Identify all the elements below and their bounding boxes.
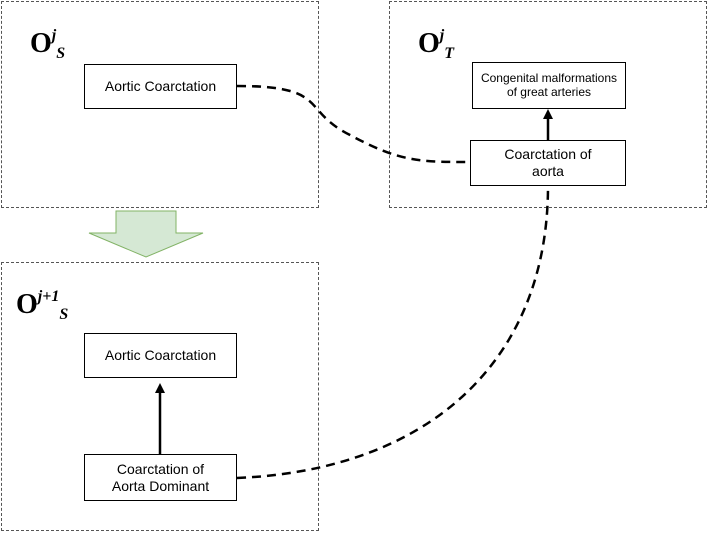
congenital-malformations-node[interactable]: Congenital malformations of great arteri… (472, 62, 626, 109)
source-ontology-label-j1: Oj+1S (16, 288, 69, 323)
target-ontology-label: OjT (418, 27, 455, 62)
coarctation-of-aorta-node[interactable]: Coarctation of aorta (470, 140, 626, 186)
aortic-coarctation-node-j[interactable]: Aortic Coarctation (84, 64, 237, 109)
source-ontology-label-j: OjS (30, 27, 66, 62)
coarctation-aorta-dominant-node[interactable]: Coarctation of Aorta Dominant (84, 454, 237, 501)
evolution-arrow-icon (88, 210, 204, 258)
aortic-coarctation-node-j1[interactable]: Aortic Coarctation (84, 333, 237, 378)
